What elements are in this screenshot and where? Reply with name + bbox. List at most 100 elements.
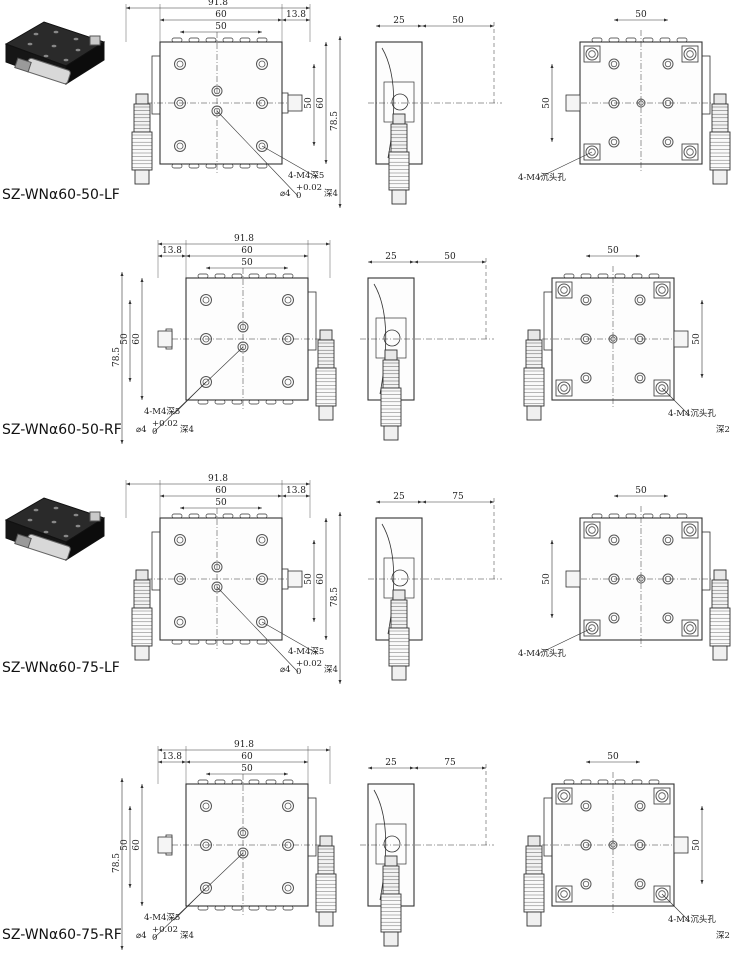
mount-hole bbox=[200, 800, 212, 812]
mount-hole-inner bbox=[560, 384, 568, 392]
drawing-outline bbox=[392, 589, 406, 601]
arrow-head bbox=[180, 506, 184, 510]
arrow-head bbox=[282, 494, 286, 498]
mount-hole bbox=[256, 616, 268, 628]
rail-slot bbox=[591, 513, 603, 519]
drawing-outline bbox=[681, 619, 699, 637]
mount-hole bbox=[608, 534, 620, 546]
rail-slot bbox=[248, 905, 260, 911]
photo-hole bbox=[43, 530, 49, 534]
photo-knob bbox=[14, 57, 32, 73]
mount-hole-inner bbox=[664, 614, 672, 622]
rail-slot bbox=[248, 779, 260, 785]
rail-slot bbox=[231, 779, 243, 785]
drawing-outline bbox=[525, 339, 543, 369]
mount-hole-inner bbox=[658, 792, 666, 800]
mount-hole-inner bbox=[258, 142, 266, 150]
rail-slot bbox=[580, 273, 592, 279]
arrow-head bbox=[664, 494, 668, 498]
rail-slot bbox=[642, 37, 654, 43]
mount-hole bbox=[683, 621, 697, 635]
arrow-head bbox=[550, 614, 554, 618]
arrow-head bbox=[304, 254, 308, 258]
dimension-text: 13.8 bbox=[162, 246, 182, 256]
rail-slot bbox=[239, 639, 251, 645]
rail-slot bbox=[563, 779, 575, 785]
mount-hole bbox=[655, 381, 669, 395]
arrow-head bbox=[128, 300, 132, 304]
rail-slot bbox=[239, 513, 251, 519]
mount-hole bbox=[608, 58, 620, 70]
mount-hole bbox=[282, 376, 294, 388]
photo-hole bbox=[53, 506, 59, 510]
arrow-head bbox=[278, 494, 282, 498]
mount-hole-inner bbox=[284, 378, 292, 386]
dimension-text: 深4 bbox=[180, 425, 194, 435]
drawing-outline bbox=[135, 569, 149, 581]
rail-slot bbox=[205, 513, 217, 519]
drawing-outline bbox=[653, 379, 671, 397]
dimension-text: 4-M4深5 bbox=[144, 913, 180, 923]
rail-slot bbox=[597, 779, 609, 785]
arrow-head bbox=[586, 760, 590, 764]
rail-slot bbox=[265, 273, 277, 279]
arrow-head bbox=[410, 260, 414, 264]
arrow-head bbox=[126, 482, 130, 486]
rail-slot bbox=[231, 273, 243, 279]
dimension-text: 深4 bbox=[180, 931, 194, 941]
drawing-outline bbox=[317, 339, 335, 369]
rail-slot bbox=[231, 905, 243, 911]
photo-hole bbox=[33, 32, 39, 36]
rail-slot bbox=[248, 273, 260, 279]
dimension-text: 0 bbox=[152, 933, 157, 943]
rail-slot bbox=[205, 639, 217, 645]
mount-hole-inner bbox=[202, 378, 210, 386]
dimension-text: 60 bbox=[132, 333, 142, 345]
arrow-head bbox=[338, 204, 342, 208]
arrow-head bbox=[140, 396, 144, 400]
drawing-line bbox=[216, 586, 299, 673]
drawing-outline bbox=[151, 55, 161, 115]
mount-hole-inner bbox=[686, 50, 694, 58]
mount-hole bbox=[662, 136, 674, 148]
mount-hole bbox=[655, 789, 669, 803]
rail-slot bbox=[648, 779, 660, 785]
rail-slot bbox=[282, 905, 294, 911]
arrow-head bbox=[324, 42, 328, 46]
mount-hole-inner bbox=[658, 890, 666, 898]
arrow-head bbox=[160, 494, 164, 498]
dimension-text: 50 bbox=[635, 10, 647, 20]
rail-slot bbox=[205, 163, 217, 169]
mount-hole-inner bbox=[588, 526, 596, 534]
dimension-text: 25 bbox=[393, 492, 405, 502]
mount-hole-inner bbox=[664, 138, 672, 146]
rail-slot bbox=[188, 163, 200, 169]
drawing-outline bbox=[555, 379, 573, 397]
dimension-text: 4-M4沉头孔 bbox=[668, 408, 716, 419]
drawing-outline bbox=[382, 359, 400, 389]
mount-hole-inner bbox=[258, 536, 266, 544]
rail-slot bbox=[171, 639, 183, 645]
arrow-head bbox=[700, 374, 704, 378]
arrow-head bbox=[422, 24, 426, 28]
arrow-head bbox=[186, 254, 190, 258]
drawing-outline bbox=[131, 131, 153, 171]
rail-slot bbox=[222, 37, 234, 43]
rail-slot bbox=[188, 37, 200, 43]
drawing-outline bbox=[151, 531, 161, 591]
arrow-head bbox=[140, 784, 144, 788]
mount-hole-inner bbox=[176, 142, 184, 150]
mount-hole-inner bbox=[588, 50, 596, 58]
rail-slot bbox=[614, 779, 626, 785]
arrow-head bbox=[282, 18, 286, 22]
drawing-line bbox=[537, 151, 593, 179]
arrow-head bbox=[120, 440, 124, 444]
drawing-outline bbox=[315, 367, 337, 407]
mount-hole bbox=[662, 612, 674, 624]
mount-hole-inner bbox=[664, 536, 672, 544]
drawing-outline bbox=[134, 169, 150, 185]
mount-hole bbox=[256, 140, 268, 152]
mount-hole bbox=[655, 283, 669, 297]
